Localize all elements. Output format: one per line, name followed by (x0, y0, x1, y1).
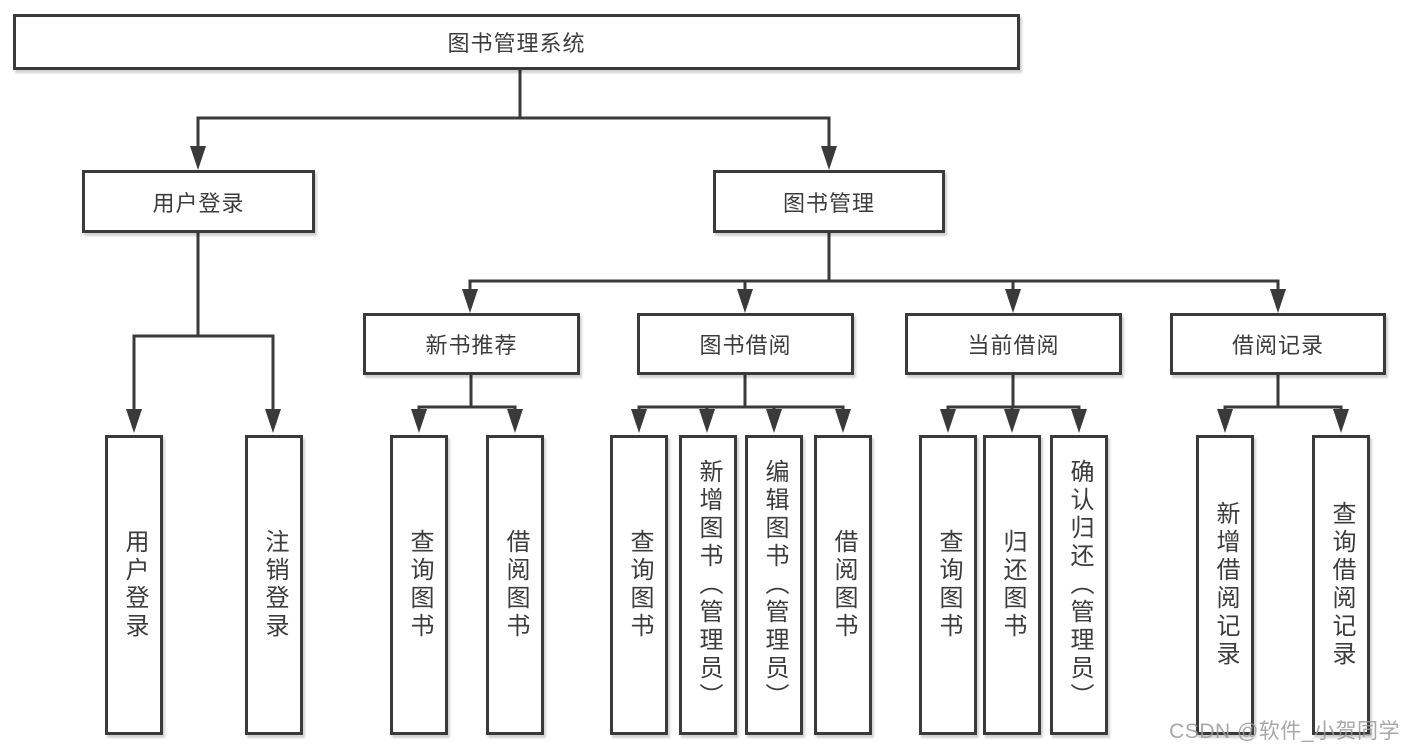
node-user-login: 用户登录 (82, 170, 315, 233)
node-label: 图书借阅 (699, 333, 792, 358)
leaf-label: 借阅图书 (502, 529, 529, 641)
node-new-book-recommendation: 新书推荐 (363, 313, 580, 375)
leaf-logout: 注销登录 (245, 435, 303, 735)
leaf-label: 新增借阅记录 (1212, 501, 1239, 669)
watermark: CSDN @软件_小贺同学 (1169, 720, 1400, 743)
leaf-label: 编辑图书（管理员） (761, 459, 788, 711)
leaf-confirm-return-admin: 确认归还（管理员） (1050, 435, 1108, 735)
node-label: 用户登录 (152, 190, 245, 216)
node-library-management-system: 图书管理系统 (13, 14, 1020, 70)
leaf-label: 新增图书（管理员） (695, 459, 722, 711)
leaf-user-login: 用户登录 (105, 435, 163, 735)
leaf-query-books: 查询图书 (610, 435, 668, 735)
leaf-return-books: 归还图书 (983, 435, 1041, 735)
node-current-borrowing: 当前借阅 (905, 313, 1122, 375)
leaf-borrow-books: 借阅图书 (814, 435, 872, 735)
leaf-borrow-books: 借阅图书 (486, 435, 544, 735)
node-label: 图书管理 (782, 190, 875, 216)
leaf-label: 用户登录 (121, 529, 148, 641)
node-label: 当前借阅 (967, 333, 1060, 358)
leaf-label: 注销登录 (261, 529, 288, 641)
node-label: 借阅记录 (1231, 333, 1324, 358)
node-label: 新书推荐 (425, 333, 518, 358)
leaf-label: 查询图书 (626, 529, 653, 641)
arrowheads (126, 146, 1349, 433)
node-book-borrowing: 图书借阅 (637, 313, 854, 375)
node-label: 图书管理系统 (447, 31, 586, 56)
leaf-query-books: 查询图书 (390, 435, 448, 735)
leaf-add-borrow-record: 新增借阅记录 (1196, 435, 1254, 735)
leaf-label: 查询图书 (406, 529, 433, 641)
leaf-query-books: 查询图书 (919, 435, 977, 735)
leaf-add-book-admin: 新增图书（管理员） (679, 435, 737, 735)
node-borrowing-records: 借阅记录 (1170, 313, 1386, 375)
leaf-label: 查询借阅记录 (1328, 501, 1355, 669)
leaf-edit-book-admin: 编辑图书（管理员） (745, 435, 803, 735)
leaf-label: 归还图书 (999, 529, 1026, 641)
leaf-label: 确认归还（管理员） (1066, 459, 1093, 711)
leaf-query-borrow-record: 查询借阅记录 (1312, 435, 1370, 735)
node-book-management: 图书管理 (713, 170, 945, 233)
leaf-label: 查询图书 (935, 529, 962, 641)
leaf-label: 借阅图书 (830, 529, 857, 641)
